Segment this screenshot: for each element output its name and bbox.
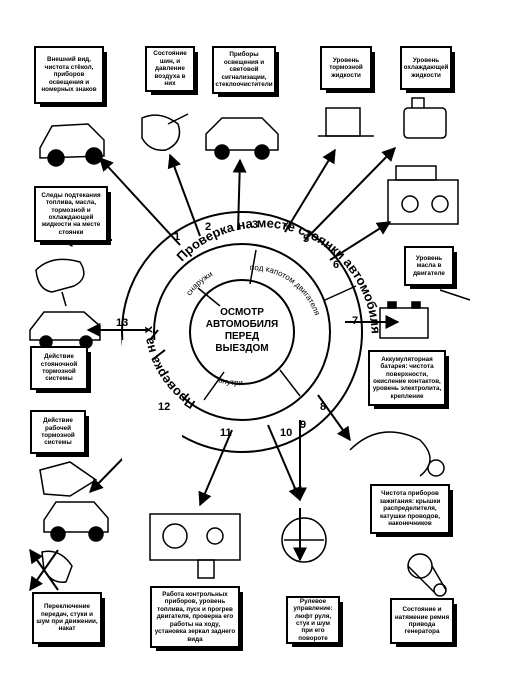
label-box-appearance: Внешний вид, чистота стёкол, приборов ос… (34, 46, 107, 107)
arrow-5 (304, 146, 396, 241)
car-front-icon (39, 123, 105, 167)
step-number-11: 11 (220, 427, 232, 439)
label-box-ignition: Чистота приборов зажигания: крышки распр… (370, 484, 453, 537)
label-box-brake-fluid: Уровень тормозной жидкости (320, 46, 375, 93)
coolant-tank-icon (403, 97, 447, 139)
hand-icon (35, 258, 85, 307)
dashboard-icon (149, 513, 241, 579)
label-box-coolant: Уровень охлаждающей жидкости (400, 46, 455, 93)
label-box-dashboard: Работа контрольных приборов, уровень топ… (150, 586, 243, 651)
middle-ring (153, 243, 331, 421)
brake-reservoir-icon (318, 107, 374, 137)
step-number-4: 4 (285, 219, 292, 231)
car-moving-icon (43, 501, 109, 542)
inner-circle (189, 279, 295, 385)
step-number-13: 13 (116, 317, 128, 329)
step-number-8: 8 (320, 401, 326, 413)
step-number-12: 12 (158, 401, 170, 413)
step-number-3: 3 (252, 219, 258, 231)
arrow-8 (317, 394, 351, 442)
ring-label-inside: внутри (217, 375, 243, 387)
step-number-6: 6 (333, 259, 339, 271)
steering-wheel-icon (281, 517, 327, 563)
outer-ring (121, 211, 363, 453)
step-number-1: 1 (174, 231, 180, 243)
label-box-service-brake: Действие рабочей тормозной системы (30, 410, 89, 457)
step-numbers: 1 2 3 4 5 6 7 8 9 10 11 12 13 (116, 219, 358, 439)
engine-icon (387, 165, 459, 225)
alternator-belt-icon (407, 553, 447, 597)
gear-shift-icon (41, 550, 73, 583)
label-box-steering: Рулевое управление: люфт руля, стук и шу… (286, 596, 343, 647)
label-box-tires: Состояние шин, и давление воздуха в них (145, 46, 198, 95)
step-number-10: 10 (280, 427, 292, 439)
label-box-belt: Состояние и натяжение ремня привода гене… (390, 598, 457, 647)
label-box-battery: Аккумуляторная батарея: чистота поверхно… (368, 350, 449, 409)
label-box-oil: Уровень масла в двигателе (404, 246, 457, 289)
step-number-2: 2 (205, 221, 211, 233)
arrow-10 (267, 424, 302, 502)
arrow-2 (167, 153, 201, 237)
foot-pedal-icon (39, 461, 98, 497)
arrow-4 (284, 148, 336, 233)
arrow-3 (232, 158, 247, 231)
arrow-1 (99, 156, 181, 246)
arrow-6 (329, 221, 392, 261)
step-number-7: 7 (352, 315, 358, 327)
step-number-9: 9 (300, 419, 306, 431)
label-box-parking-brake: Действие стояночной тормозной системы (30, 346, 91, 393)
center-title-line1: ОСМОТР (220, 307, 264, 318)
center-title: ОСМОТР АВТОМОБИЛЯ ПЕРЕД ВЫЕЗДОМ (206, 307, 278, 354)
arrow-11 (198, 429, 233, 507)
step-number-5: 5 (303, 233, 309, 245)
illustrations (29, 97, 471, 597)
center-title-line3: ПЕРЕД (225, 331, 259, 342)
center-title-line4: ВЫЕЗДОМ (215, 343, 268, 354)
car-lights-icon (205, 117, 279, 160)
ring-label-outside: снаружи (184, 269, 214, 297)
ignition-wires-icon (349, 431, 445, 477)
tire-gauge-icon (141, 113, 189, 151)
car-side-icon (29, 311, 101, 349)
label-box-gears: Переключение передач, стуки и шум при дв… (32, 592, 105, 647)
label-box-leaks: Следы подтекания топлива, масла, тормозн… (34, 186, 111, 245)
battery-icon (379, 289, 471, 339)
center-ring (121, 211, 363, 453)
label-box-lights: Приборы освещения и световой сигнализаци… (212, 46, 279, 97)
center-title-line2: АВТОМОБИЛЯ (206, 319, 278, 330)
